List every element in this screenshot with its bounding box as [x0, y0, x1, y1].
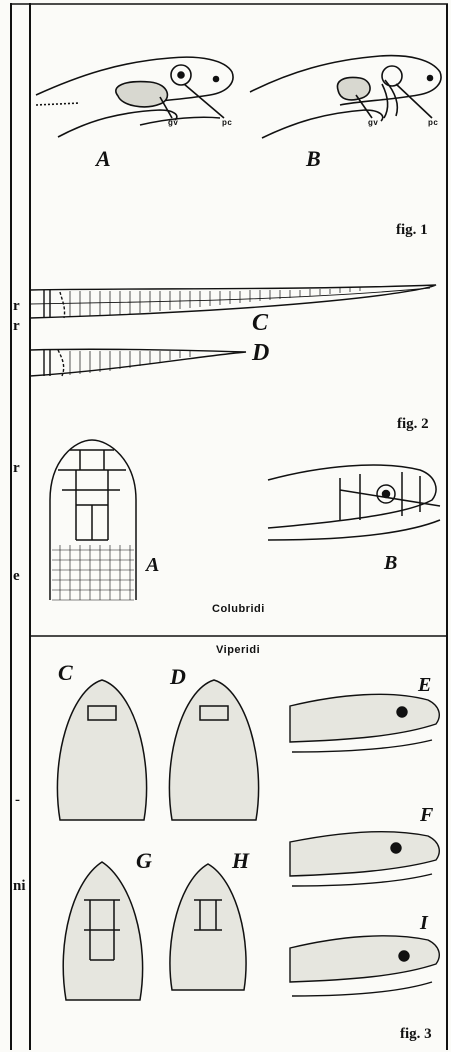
viper-label-f: F — [420, 804, 433, 827]
viper-label-h: H — [232, 848, 249, 874]
viper-head-d — [169, 680, 258, 820]
fig1-label-pc-b: pc — [428, 118, 438, 127]
margin-fragment-5: - — [15, 792, 20, 809]
viper-head-c — [57, 680, 146, 820]
fig2-label-c: C — [252, 310, 268, 337]
viper-head-f — [290, 832, 439, 886]
colubrid-label-a: A — [146, 554, 159, 577]
fig1-head-b — [250, 56, 441, 138]
viper-head-g — [63, 862, 142, 1000]
colubrid-head-dorsal — [50, 440, 136, 600]
fig1-label-a: A — [96, 146, 111, 172]
fig1-label-gv-b: gv — [368, 118, 378, 127]
viper-label-e: E — [418, 674, 431, 697]
colubrid-head-dorsal-scales — [52, 545, 134, 600]
fig2-tail-c — [30, 285, 436, 318]
margin-fragment-6: ni — [13, 878, 26, 895]
fig1-head-a — [36, 57, 233, 137]
fig2-label-d: D — [252, 340, 269, 367]
colubrid-label-b: B — [384, 552, 397, 575]
fig1-caption: fig. 1 — [396, 222, 428, 239]
margin-fragment-1: r — [13, 298, 20, 315]
viper-label-d: D — [170, 664, 186, 690]
margin-fragment-2: r — [13, 318, 20, 335]
viperidi-group-label: Viperidi — [216, 644, 260, 656]
colubrid-head-lateral — [268, 465, 440, 540]
viper-head-i — [290, 936, 439, 996]
margin-fragment-4: e — [13, 568, 20, 585]
viper-head-h — [170, 864, 246, 990]
fig1-label-b: B — [306, 146, 321, 172]
fig1-label-pc-a: pc — [222, 118, 232, 127]
viper-label-i: I — [420, 912, 428, 935]
fig1-label-gv-a: gv — [168, 118, 178, 127]
margin-fragment-3: r — [13, 460, 20, 477]
viper-head-e — [290, 694, 439, 752]
viper-label-c: C — [58, 660, 73, 686]
viper-label-g: G — [136, 848, 152, 874]
fig3-caption: fig. 3 — [400, 1026, 432, 1043]
fig2-caption: fig. 2 — [397, 416, 429, 433]
colubridi-group-label: Colubridi — [212, 603, 265, 615]
fig2-tail-d — [30, 349, 246, 376]
